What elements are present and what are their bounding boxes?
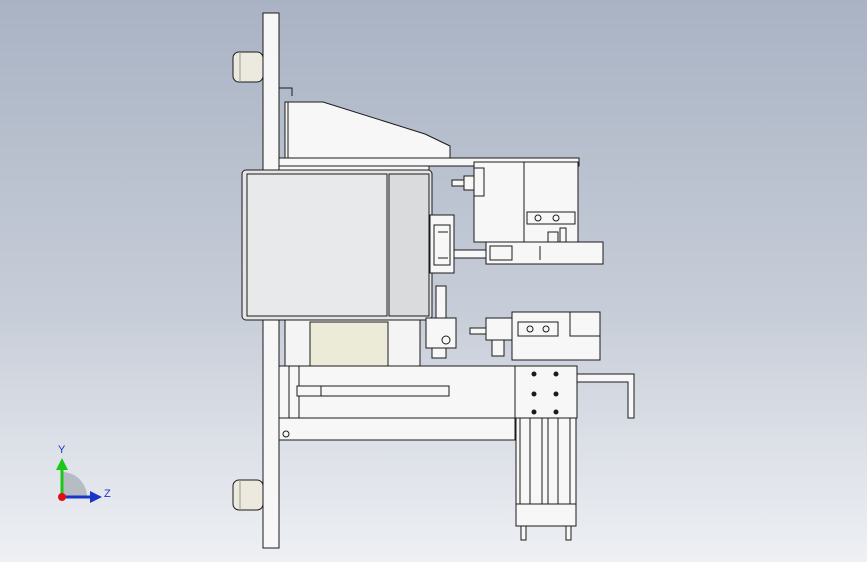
axis-triad: Y Z bbox=[56, 444, 111, 503]
z-axis-arrowhead bbox=[90, 491, 102, 503]
y-axis-arrowhead bbox=[56, 458, 68, 470]
upper-wedge-bracket bbox=[278, 101, 580, 171]
support-block bbox=[284, 285, 457, 367]
z-axis-label: Z bbox=[104, 488, 111, 500]
y-axis-label: Y bbox=[58, 444, 66, 456]
lift-cylinders bbox=[515, 417, 577, 541]
bottom-cylinder-stud bbox=[232, 479, 264, 511]
lower-gripper bbox=[469, 311, 601, 361]
linear-beam bbox=[278, 365, 635, 441]
upper-gripper-block bbox=[451, 161, 579, 243]
triad-quadrant bbox=[62, 472, 87, 497]
x-axis-dot bbox=[58, 493, 66, 501]
upper-slide-rail bbox=[485, 227, 604, 265]
shaft-coupling bbox=[429, 214, 487, 274]
motor-housing bbox=[241, 169, 433, 321]
top-cylinder-stud bbox=[232, 51, 264, 83]
plate-hook bbox=[279, 87, 293, 96]
